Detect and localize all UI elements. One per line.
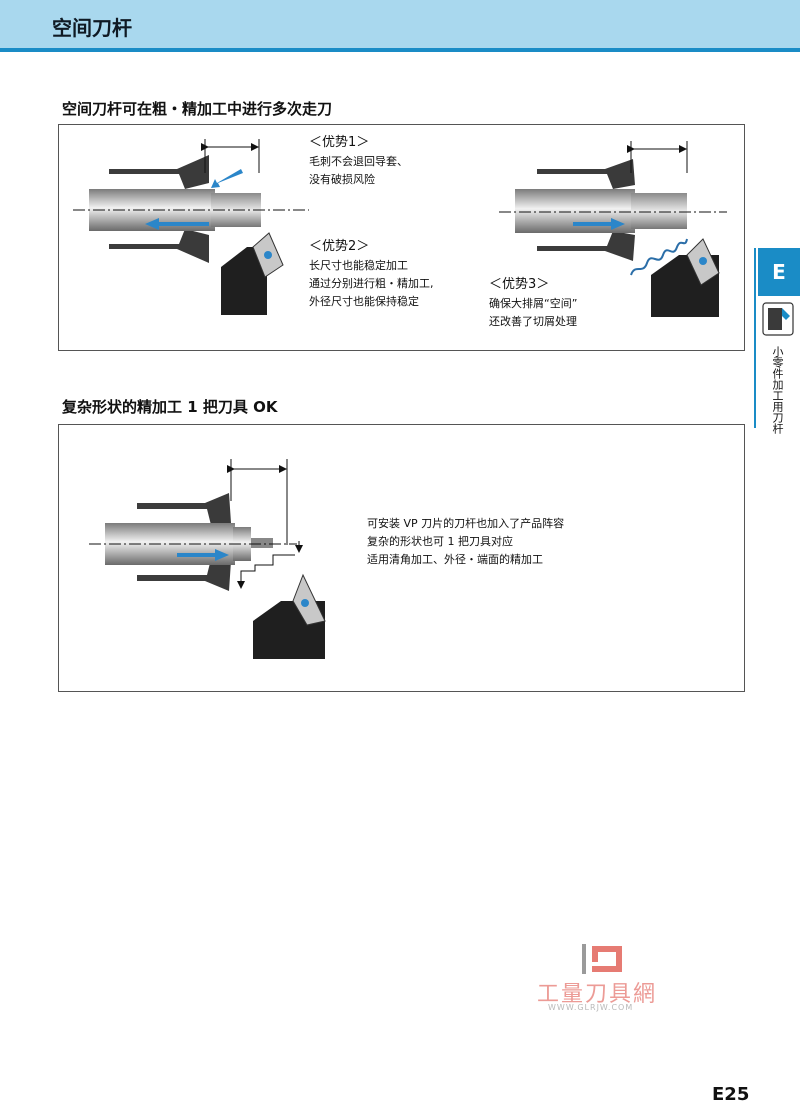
page-header — [0, 0, 800, 48]
advantage2-label: ＜优势2＞ — [309, 239, 370, 254]
advantage1-note: ＜优势1＞ 毛刺不会退回导套、 没有破损风险 — [309, 133, 408, 189]
watermark-logo — [582, 944, 622, 974]
advantage2-line: 通过分别进行粗・精加工, — [309, 277, 434, 290]
chip-curl — [630, 238, 688, 276]
section2-illustration — [89, 459, 326, 659]
header-rule — [0, 48, 800, 52]
section1-box: ＜优势1＞ 毛刺不会退回导套、 没有破损风险 ＜优势2＞ 长尺寸也能稳定加工 通… — [58, 124, 745, 351]
section2-line: 复杂的形状也可 1 把刀具对应 — [367, 535, 513, 548]
section2-line: 适用清角加工、外径・端面的精加工 — [367, 553, 543, 566]
advantage3-note: ＜优势3＞ 确保大排屑“空间” 还改善了切屑处理 — [489, 275, 577, 331]
watermark-text: 工量刀具網 — [537, 982, 658, 1007]
advantage2-note: ＜优势2＞ 长尺寸也能稳定加工 通过分别进行粗・精加工, 外径尺寸也能保持稳定 — [309, 237, 434, 311]
left-dimension — [201, 139, 260, 173]
page-number: E25 — [712, 1084, 750, 1105]
section2-box: 可安装 VP 刀片的刀杆也加入了产品阵容 复杂的形状也可 1 把刀具对应 适用清… — [58, 424, 745, 692]
section1-illustration — [73, 139, 727, 317]
dimension — [227, 459, 288, 545]
tool-holder — [253, 573, 326, 659]
advantage1-line: 毛刺不会退回导套、 — [309, 155, 408, 168]
right-workpiece-turned — [631, 193, 687, 229]
section2-title: 复杂形状的精加工 1 把刀具 OK — [62, 398, 278, 416]
guide-bushing — [137, 493, 231, 591]
watermark-url: WWW.GLRJW.COM — [548, 1003, 634, 1012]
side-vertical-label: 小零件加工用刀杆 — [771, 346, 784, 434]
left-feed-arrow — [145, 218, 209, 230]
right-guide-bushing — [537, 159, 635, 261]
right-dimension — [627, 141, 688, 173]
section2-note: 可安装 VP 刀片的刀杆也加入了产品阵容 复杂的形状也可 1 把刀具对应 适用清… — [367, 515, 564, 569]
advantage3-label: ＜优势3＞ — [489, 277, 550, 292]
advantage2-line: 长尺寸也能稳定加工 — [309, 259, 408, 272]
advantage1-label: ＜优势1＞ — [309, 135, 370, 150]
right-tool-holder — [651, 238, 720, 317]
workpiece-step — [233, 527, 251, 561]
advantage2-line: 外径尺寸也能保持稳定 — [309, 295, 419, 308]
side-tab: E — [758, 248, 800, 296]
left-guide-bushing — [109, 155, 209, 263]
burr-arrow — [211, 169, 243, 188]
feed-arrow — [177, 549, 229, 561]
advantage3-line: 还改善了切屑处理 — [489, 315, 577, 328]
workpiece-pin — [251, 538, 273, 548]
left-tool-holder — [221, 232, 284, 315]
advantage1-line: 没有破损风险 — [309, 173, 375, 186]
tool-path — [240, 554, 295, 585]
tool-category-icon — [762, 302, 794, 336]
section1-title: 空间刀杆可在粗・精加工中进行多次走刀 — [62, 100, 333, 118]
right-feed-arrow — [573, 218, 625, 230]
side-accent-line — [754, 248, 756, 428]
page-title: 空间刀杆 — [52, 16, 132, 40]
advantage3-line: 确保大排屑“空间” — [489, 297, 578, 310]
section2-line: 可安装 VP 刀片的刀杆也加入了产品阵容 — [367, 517, 565, 530]
